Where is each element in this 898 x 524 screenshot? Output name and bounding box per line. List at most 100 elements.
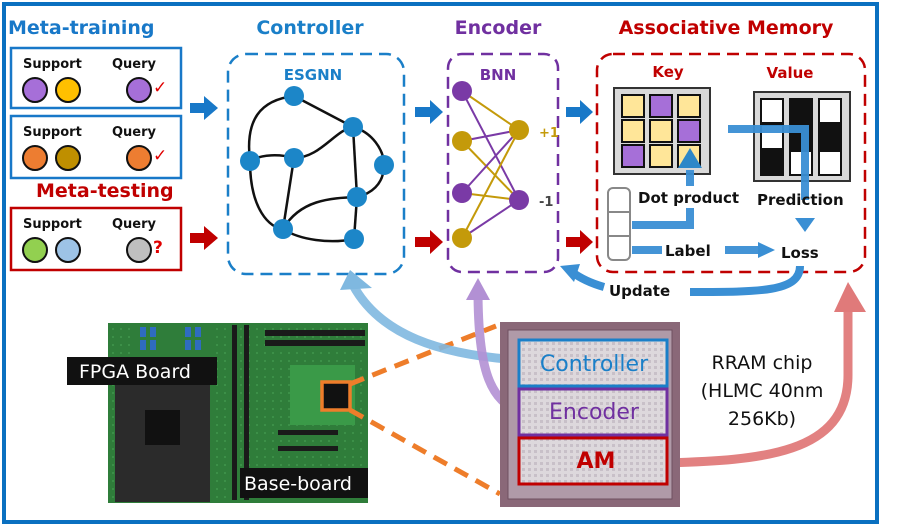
training-arrow-icon (190, 96, 218, 120)
graph-node (347, 187, 367, 207)
bnn-weight (461, 199, 520, 239)
rram-chip (500, 322, 680, 507)
memory-box (595, 52, 867, 274)
key-cell (621, 94, 645, 118)
query-label: Query (112, 125, 157, 140)
graph-edge (282, 227, 355, 243)
graph-edge (281, 157, 296, 230)
graph-node (273, 219, 293, 239)
input-vector (607, 187, 631, 261)
controller-to-encoder-arrow-icon (415, 100, 443, 124)
chip-am-block (517, 436, 669, 486)
key-cell (677, 94, 701, 118)
chip-desc-line2: (HLMC 40nm (701, 380, 824, 402)
graph-node (284, 148, 304, 168)
encoder-to-memory-arrow-icon (566, 100, 593, 124)
bnn-weight (461, 90, 520, 201)
fpga-board-label: FPGA Board (79, 361, 191, 383)
label-label: Label (665, 242, 711, 260)
controller-mapping-arrow (349, 282, 521, 365)
graph-node (343, 117, 363, 137)
support-sample (22, 237, 48, 263)
support-label: Support (23, 125, 82, 140)
support-sample (55, 145, 81, 171)
encoder-to-memory-test-arrow-icon (566, 230, 593, 254)
encoder-mapping-arrowhead-icon (466, 278, 490, 300)
graph-edge (281, 195, 358, 230)
bnn-output-neuron (509, 190, 529, 210)
chip-encoder-block (517, 387, 669, 437)
value-label: Value (767, 64, 814, 82)
encoder-box (446, 52, 560, 274)
meta-testing-title: Meta-testing (36, 180, 174, 202)
esgnn-graph (240, 86, 394, 249)
bnn-output-neuron (509, 120, 529, 140)
plus-one-label: +1 (539, 126, 559, 141)
bnn-weight (461, 129, 520, 194)
memory-title: Associative Memory (619, 17, 834, 39)
chip-controller-block (517, 338, 669, 388)
key-cell (649, 119, 673, 143)
am-mapping-arrowhead-icon (834, 282, 866, 312)
training-panel-1 (9, 46, 183, 110)
esgnn-label: ESGNN (284, 66, 342, 84)
check-mark-icon: ✓ (153, 146, 167, 166)
value-cell (818, 98, 842, 124)
bnn-weight (461, 140, 520, 201)
controller-to-encoder-test-arrow-icon (415, 230, 443, 254)
training-panel-2 (9, 114, 183, 180)
meta-training-title: Meta-training (8, 17, 155, 39)
bnn-input-neuron (452, 228, 472, 248)
key-cell (621, 144, 645, 168)
graph-edge (351, 126, 359, 198)
value-cell (818, 124, 842, 150)
graph-edge (293, 94, 354, 129)
value-cell (818, 150, 842, 176)
key-cell (677, 119, 701, 143)
controller-mapping-arrowhead-icon (340, 270, 372, 290)
support-label: Support (23, 217, 82, 232)
query-sample (126, 77, 152, 103)
update-arrow (689, 265, 804, 296)
zoom-line-top (349, 323, 497, 387)
testing-arrow-icon (190, 226, 218, 250)
bnn-label: BNN (480, 66, 517, 84)
bnn-weight (461, 90, 520, 131)
dot-product-label: Dot product (638, 189, 739, 207)
label-arrowhead-icon (758, 242, 775, 258)
loss-label: Loss (781, 244, 819, 262)
query-sample (126, 237, 152, 263)
key-cell (621, 119, 645, 143)
value-cell (760, 98, 784, 124)
key-cell (649, 144, 673, 168)
zoom-line-bottom (348, 407, 502, 497)
support-sample (22, 77, 48, 103)
graph-edge (248, 160, 284, 231)
base-board-label: Base-board (244, 473, 352, 495)
chip-desc-line3: 256Kb) (728, 408, 796, 430)
dot-product-arrowhead-icon (678, 148, 702, 168)
bnn-input-neuron (452, 81, 472, 101)
minus-one-label: -1 (539, 195, 553, 210)
key-label: Key (652, 63, 684, 81)
bnn-weight (461, 129, 520, 239)
bnn-network (452, 81, 529, 248)
query-label: Query (112, 57, 157, 72)
check-mark-icon: ✓ (153, 78, 167, 98)
bnn-input-neuron (452, 131, 472, 151)
graph-node (344, 229, 364, 249)
chip-desc-line1: RRAM chip (712, 352, 813, 374)
chip-encoder-label: Encoder (549, 400, 640, 425)
prediction-arrowhead-icon (795, 218, 815, 232)
diagram-frame (2, 2, 879, 524)
graph-node (240, 151, 260, 171)
graph-edge (247, 94, 295, 162)
encoder-title: Encoder (455, 17, 542, 39)
chip-controller-label: Controller (540, 352, 649, 377)
controller-title: Controller (256, 17, 364, 39)
bnn-input-neuron (452, 183, 472, 203)
graph-node (374, 155, 394, 175)
support-sample (55, 237, 81, 263)
key-cell (649, 94, 673, 118)
